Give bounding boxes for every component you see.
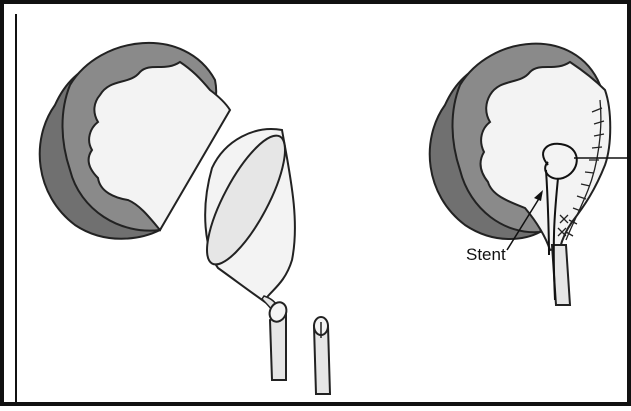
ureter-end [314,317,330,394]
stent-label: Stent [466,245,506,265]
